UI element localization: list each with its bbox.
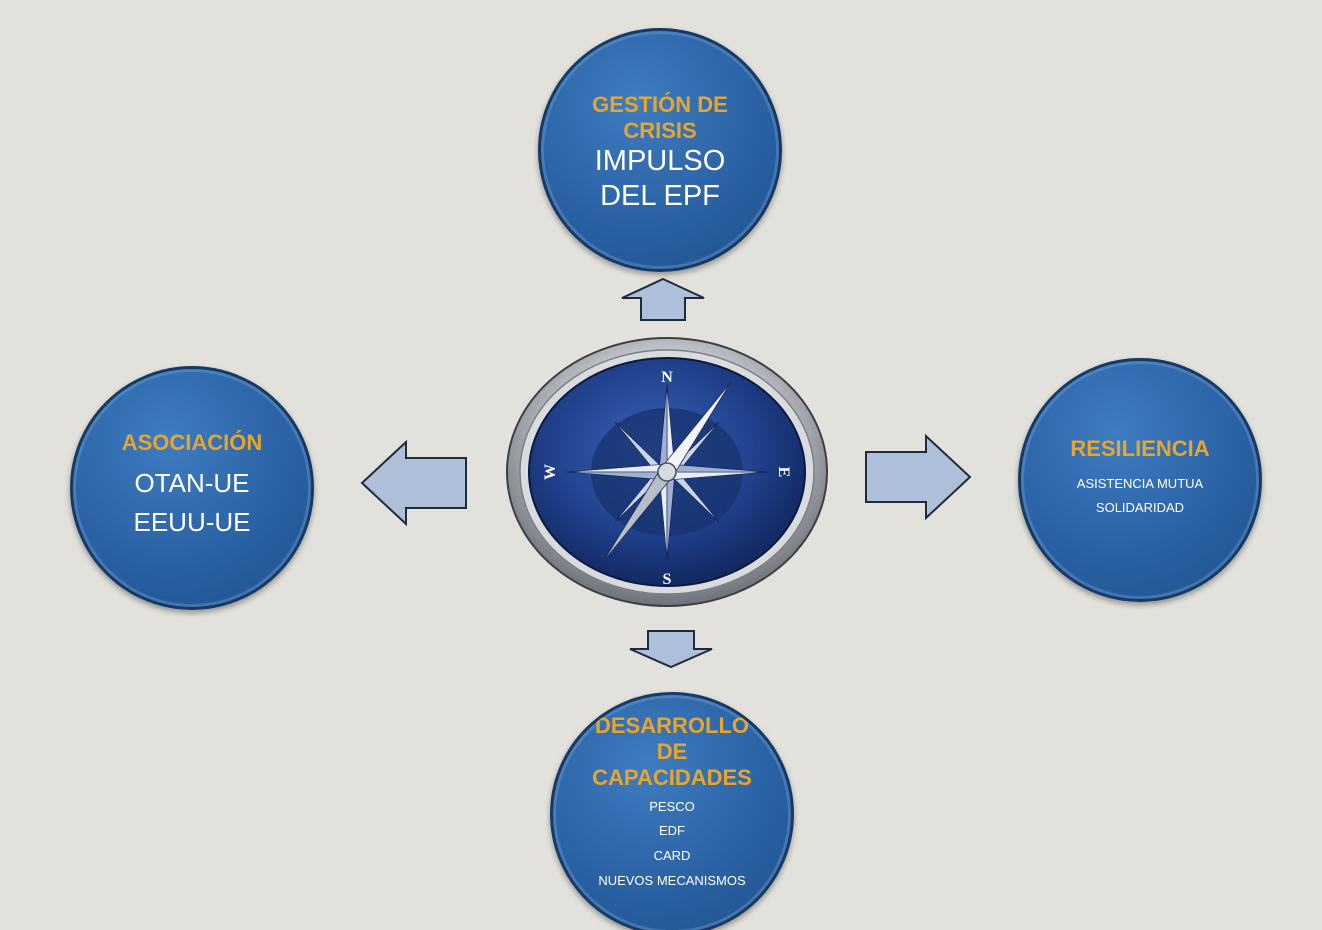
node-line: PESCO xyxy=(649,798,695,814)
node-line: NUEVOS MECANISMOS xyxy=(598,872,746,888)
compass-north-label: N xyxy=(661,369,673,386)
arrow-down-icon xyxy=(629,630,713,669)
node-resiliencia: RESILIENCIA ASISTENCIA MUTUA SOLIDARIDAD xyxy=(1018,358,1262,602)
arrow-left-icon xyxy=(360,439,467,527)
node-line: EDF xyxy=(659,823,685,839)
node-line: ASISTENCIA MUTUA xyxy=(1076,476,1204,492)
arrow-up-icon xyxy=(621,277,705,321)
node-line: DEL EPF xyxy=(600,179,720,212)
node-title: DESARROLLO DE CAPACIDADES xyxy=(592,713,752,790)
node-line: OTAN-UE xyxy=(134,467,250,498)
compass-south-label: S xyxy=(663,571,672,588)
compass-icon: N S E W xyxy=(506,337,828,607)
node-line: IMPULSO xyxy=(594,145,726,178)
node-desarrollo-de-capacidades: DESARROLLO DE CAPACIDADES PESCO EDF CARD… xyxy=(550,692,794,930)
node-title: GESTIÓN DE CRISIS xyxy=(592,92,728,144)
node-gestion-de-crisis: GESTIÓN DE CRISIS IMPULSO DEL EPF xyxy=(538,28,782,272)
node-title: ASOCIACIÓN xyxy=(121,429,263,455)
node-line: CARD xyxy=(653,848,691,864)
compass-east-label: E xyxy=(775,467,792,478)
compass-west-label: W xyxy=(542,464,559,480)
node-asociacion: ASOCIACIÓN OTAN-UE EEUU-UE xyxy=(70,366,314,610)
node-line: EEUU-UE xyxy=(133,506,251,537)
arrow-right-icon xyxy=(865,433,972,521)
node-line: SOLIDARIDAD xyxy=(1095,499,1185,515)
node-title: RESILIENCIA xyxy=(1070,436,1210,462)
